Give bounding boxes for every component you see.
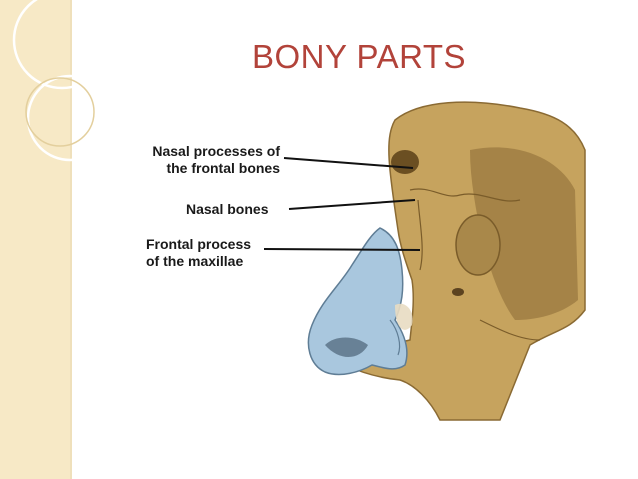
- label-frontal-process-line2: of the maxillae: [146, 253, 244, 269]
- label-nasal-processes: Nasal processes of the frontal bones: [128, 143, 280, 177]
- leader-line-nasal-bones: [288, 199, 416, 210]
- leader-line-frontal-process: [263, 248, 421, 251]
- leader-line-nasal-processes: [283, 157, 414, 169]
- label-frontal-process: Frontal process of the maxillae: [146, 236, 251, 270]
- label-frontal-process-line1: Frontal process: [146, 236, 252, 252]
- label-nasal-processes-line2: the frontal bones: [166, 160, 280, 176]
- decorative-circles: [12, 0, 114, 162]
- label-nasal-processes-line1: Nasal processes of: [152, 143, 280, 159]
- slide-title: BONY PARTS: [251, 38, 467, 75]
- label-nasal-bones: Nasal bones: [186, 201, 269, 217]
- nasal-cartilage: [307, 227, 408, 376]
